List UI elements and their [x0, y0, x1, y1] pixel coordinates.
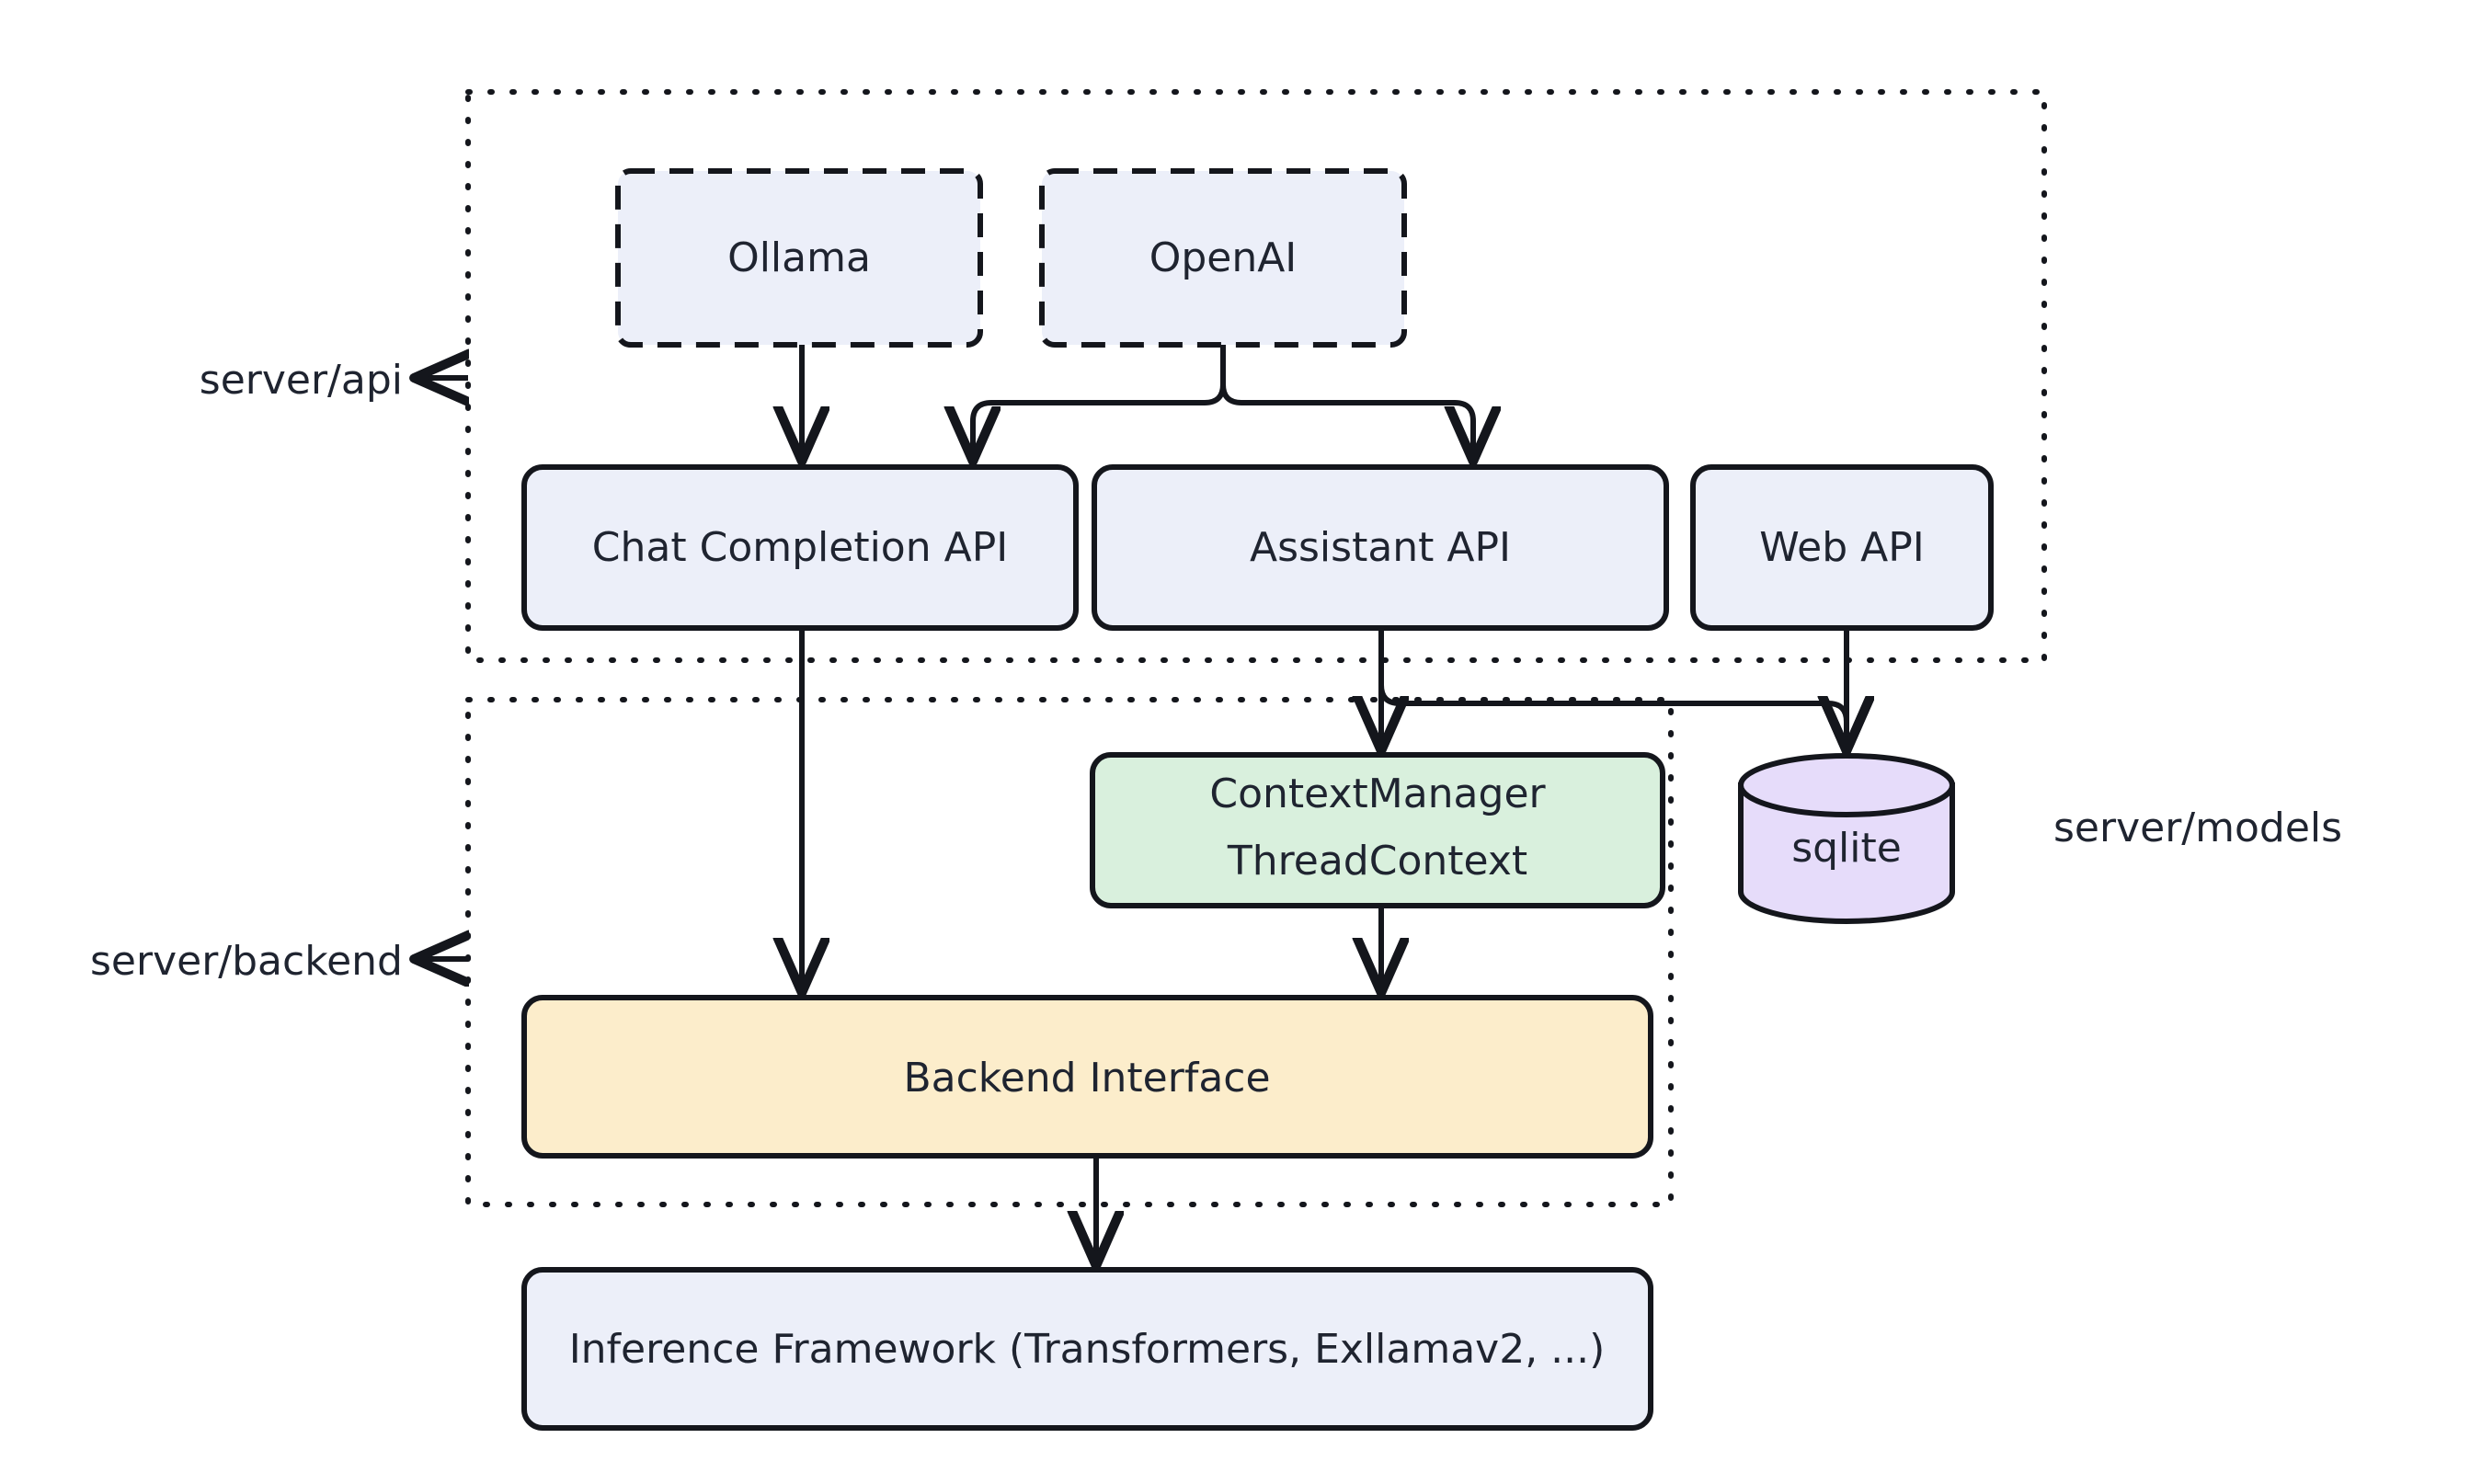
node-context-manager[interactable]: ContextManager ThreadContext	[1090, 752, 1665, 908]
node-sqlite-label: sqlite	[1791, 825, 1902, 872]
node-context-manager-label-line2: ThreadContext	[1227, 838, 1527, 885]
group-server-api: server/api	[200, 89, 2047, 663]
node-context-manager-shape[interactable]	[1090, 752, 1665, 908]
node-openai-label: OpenAI	[1149, 234, 1298, 281]
node-inference-framework-shape[interactable]	[521, 1267, 1653, 1431]
node-chat-completion-api-shape[interactable]	[521, 464, 1079, 631]
node-openai-shape[interactable]	[1039, 168, 1407, 348]
edge-assistant-api-to-sqlite	[1378, 628, 1847, 747]
node-inference-framework[interactable]: Inference Framework (Transformers, Exlla…	[521, 1267, 1653, 1431]
node-assistant-api[interactable]: Assistant API	[1092, 464, 1669, 631]
group-label-server-api: server/api	[200, 357, 403, 404]
node-ollama[interactable]: Ollama	[615, 168, 983, 348]
node-backend-interface-label: Backend Interface	[903, 1055, 1270, 1102]
node-context-manager-label-line1: ContextManager	[1209, 771, 1546, 817]
node-openai[interactable]: OpenAI	[1039, 168, 1407, 348]
node-backend-interface-shape[interactable]	[521, 995, 1653, 1159]
node-chat-completion-api-label: Chat Completion API	[592, 524, 1008, 571]
edge-openai-to-chat-completion-api	[973, 345, 1226, 457]
cluster-server-backend-border	[465, 697, 1674, 1207]
cluster-server-api-border	[465, 89, 2047, 663]
node-web-api-shape[interactable]	[1690, 464, 1994, 631]
node-sqlite-body[interactable]	[1738, 782, 1955, 924]
node-sqlite-top-ellipse[interactable]	[1738, 753, 1955, 817]
edge-layer	[802, 345, 1847, 1261]
node-sqlite[interactable]: sqlite	[1738, 753, 1955, 924]
group-server-backend: server/backend	[90, 697, 1674, 1207]
node-backend-interface[interactable]: Backend Interface	[521, 995, 1653, 1159]
node-ollama-shape[interactable]	[615, 168, 983, 348]
group-server-models: server/models	[2053, 805, 2342, 851]
node-inference-framework-label: Inference Framework (Transformers, Exlla…	[569, 1326, 1606, 1373]
edge-openai-to-assistant-api	[1220, 345, 1473, 457]
node-assistant-api-label: Assistant API	[1250, 524, 1511, 571]
node-assistant-api-shape[interactable]	[1092, 464, 1669, 631]
node-web-api[interactable]: Web API	[1690, 464, 1994, 631]
node-ollama-label: Ollama	[727, 234, 871, 281]
node-chat-completion-api[interactable]: Chat Completion API	[521, 464, 1079, 631]
node-web-api-label: Web API	[1759, 524, 1925, 571]
group-label-server-backend: server/backend	[90, 938, 403, 985]
group-label-server-models: server/models	[2053, 805, 2342, 851]
